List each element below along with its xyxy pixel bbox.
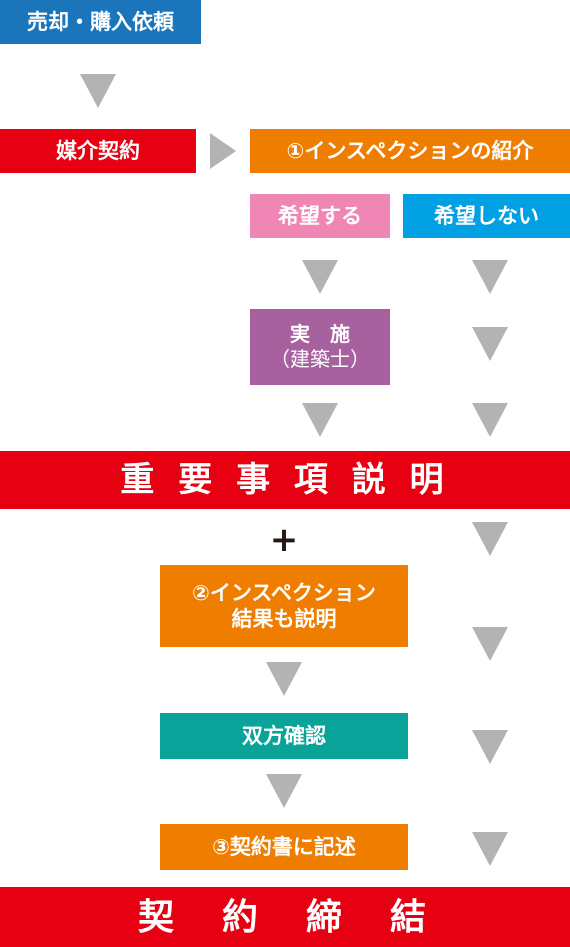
inspection-intro-box: ①インスペクションの紹介 [250,129,570,173]
arrow-down-icon [472,627,508,661]
sell-buy-request-label: 売却・購入依頼 [27,9,174,34]
want-box: 希望する [250,194,390,238]
arrow-down-icon [302,260,338,294]
mutual-confirm-box: 双方確認 [160,713,408,759]
mediation-contract-label: 媒介契約 [56,138,140,163]
arrow-right-icon [210,133,236,169]
implement-box: 実 施 （建築士） [250,309,390,385]
inspection-intro-label: ①インスペクションの紹介 [286,138,534,163]
mutual-confirm-label: 双方確認 [242,723,326,748]
not-want-box: 希望しない [403,194,570,238]
arrow-down-icon [266,662,302,696]
contract-conclusion-box: 契 約 締 結 [0,887,570,947]
sell-buy-request-box: 売却・購入依頼 [0,0,201,44]
arrow-down-icon [472,403,508,437]
implement-label: 実 施 [290,322,350,346]
architect-label: （建築士） [270,347,370,371]
result-explain-label: 結果も説明 [231,607,337,631]
inspection-result-label: ②インスペクション [192,580,376,605]
contract-record-box: ③契約書に記述 [160,824,408,870]
plus-icon: + [269,520,299,560]
arrow-down-icon [472,327,508,361]
inspection-result-box: ②インスペクション 結果も説明 [160,565,408,647]
arrow-down-icon [302,403,338,437]
not-want-label: 希望しない [434,203,539,228]
arrow-down-icon [80,74,116,108]
arrow-down-icon [266,774,302,808]
arrow-down-icon [472,522,508,556]
arrow-down-icon [472,730,508,764]
important-explanation-box: 重 要 事 項 説 明 [0,451,570,509]
contract-conclusion-label: 契 約 締 結 [137,896,432,938]
want-label: 希望する [278,203,362,228]
important-explanation-label: 重 要 事 項 説 明 [120,459,450,500]
contract-record-label: ③契約書に記述 [212,834,356,859]
arrow-down-icon [472,260,508,294]
arrow-down-icon [472,832,508,866]
mediation-contract-box: 媒介契約 [0,129,196,173]
